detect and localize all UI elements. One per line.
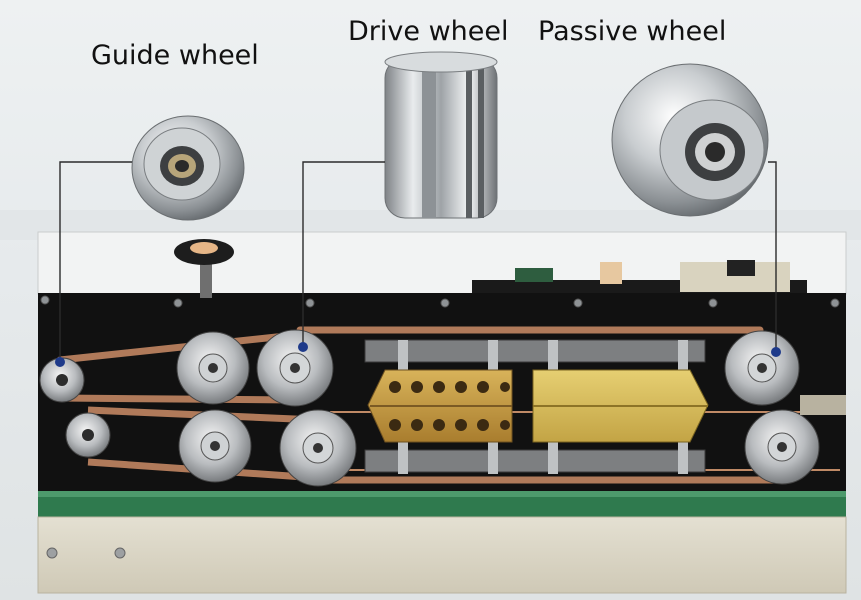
belt-upper — [56, 326, 764, 404]
passive-wheel-label: Passive wheel — [538, 16, 727, 47]
gold-cooling-block — [532, 369, 709, 443]
upper-rail — [364, 339, 706, 363]
lower-rail — [364, 449, 706, 473]
panel-wheel-left-lower — [178, 409, 252, 483]
knob-icon[interactable] — [174, 239, 234, 298]
base-plate — [37, 516, 847, 594]
passive-wheel-marker — [771, 347, 781, 357]
callout-lines — [59, 161, 777, 360]
guide-wheel-label: Guide wheel — [91, 40, 259, 71]
panel-passive-wheel-lower — [744, 409, 820, 485]
panel-drive-wheel-lower — [279, 409, 357, 487]
drive-wheel-label: Drive wheel — [348, 16, 509, 47]
guide-wheel-marker — [55, 357, 65, 367]
panel-wheel-guide-lower — [65, 412, 111, 458]
panel-drive-wheel-upper — [256, 329, 334, 407]
drive-wheel-photo — [384, 51, 498, 219]
panel-wheel-left-upper — [176, 331, 250, 405]
drive-wheel-marker — [298, 342, 308, 352]
panel-wheel-guide-upper — [39, 357, 85, 403]
guide-wheel-photo — [131, 115, 245, 221]
panel-passive-wheel-upper — [724, 330, 800, 406]
passive-wheel-photo — [611, 63, 769, 217]
brass-heater-block — [367, 369, 513, 443]
